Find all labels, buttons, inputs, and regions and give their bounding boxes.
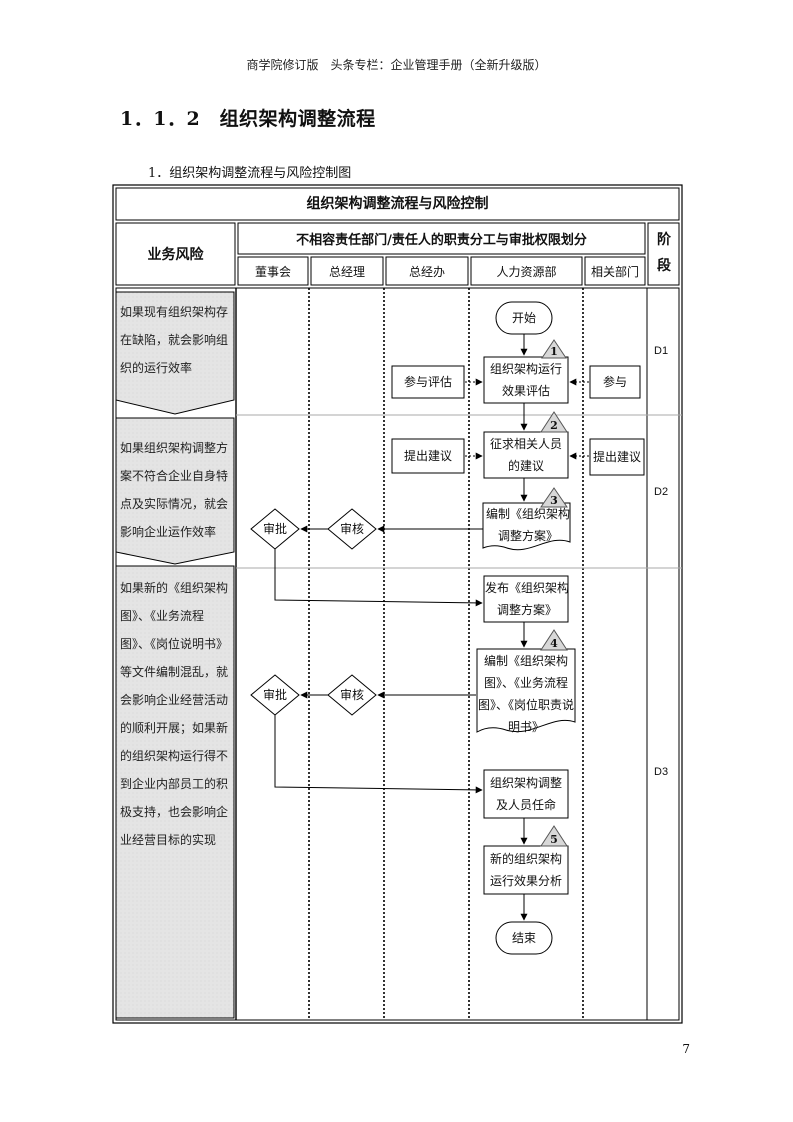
column-headers [237,256,646,286]
step2-box [483,431,569,479]
appoint-box [483,769,569,819]
step-marker-3: 3 [550,494,558,507]
gm-office-suggest-box [391,438,465,474]
step1-label: 组织架构运行效果评估 [489,362,562,398]
risk-panel-2 [115,417,235,565]
step-marker-4: 4 [550,637,558,650]
column-hr: 人力资源部 [496,265,557,279]
stage-d3: D3 [654,766,669,778]
risk-header: 业务风险 [147,247,204,263]
step5-label: 新的组织架构运行效果分析 [489,852,562,888]
review-diamond-1 [327,508,377,550]
related-participate-box [589,365,641,399]
risk-text-1: 如果现有组织架构存在缺陷，就会影响组织的运行效率 [120,305,229,375]
step-markers [540,339,568,847]
risk-panel-3 [115,565,235,1019]
step4-label: 编制《组织架构图》、《业务流程图》、《岗位职责说明书》 [478,654,575,734]
step2-label: 征求相关人员的建议 [489,437,562,473]
lane-separators [308,288,584,1020]
table-title-cell [115,187,680,221]
step3-document [482,502,571,551]
page-number: 7 [682,1042,690,1056]
stage-header-cell [647,222,680,286]
step3-label: 编制《组织架构调整方案》 [485,507,570,543]
step5-box [483,845,569,895]
stage-d2: D2 [654,486,669,498]
approve-label-2: 审批 [262,688,287,702]
stage-header: 阶段 [657,232,671,274]
related-participate-label: 参与 [602,375,627,389]
column-related: 相关部门 [590,265,639,279]
figure-caption: 1．组织架构调整流程与风险控制图 [148,166,352,181]
review-label-1: 审核 [339,522,364,536]
end-node [495,921,553,955]
publish-box [483,575,569,623]
appoint-label: 组织架构调整及人员任命 [489,776,562,812]
gm-office-suggest-label: 提出建议 [403,449,452,463]
risk-text-2: 如果组织架构调整方案不符合企业自身特点及实际情况，就会影响企业运作效率 [120,441,229,539]
publish-label: 发布《组织架构调整方案》 [484,581,569,617]
related-suggest-box [589,438,645,476]
related-suggest-label: 提出建议 [592,450,641,464]
column-gm-office: 总经办 [408,265,445,279]
division-header: 不相容责任部门/责任人的职责分工与审批权限划分 [296,233,587,248]
page-header: 商学院修订版 头条专栏：企业管理手册（全新升级版） [246,58,547,72]
division-header-cell [237,222,646,255]
section-title: 1．1．2 组织架构调整流程 [120,108,376,130]
column-board: 董事会 [254,265,291,279]
risk-header-cell [115,222,236,286]
end-label: 结束 [511,931,536,945]
step1-box [483,356,569,404]
gm-office-evaluate-label: 参与评估 [403,375,452,389]
stage-d1: D1 [654,345,669,357]
table-frame [112,184,683,1024]
approve-label-1: 审批 [262,522,287,536]
review-diamond-2 [327,674,377,716]
gm-office-evaluate-box [391,365,465,399]
risk-text-3: 如果新的《组织架构图》、《业务流程图》、《岗位说明书》等文件编制混乱，就会影响企… [120,581,229,847]
step4-document [476,648,576,733]
start-label: 开始 [511,311,536,325]
step-marker-5: 5 [550,833,558,846]
review-label-2: 审核 [339,688,364,702]
risk-panel-1 [115,291,235,415]
step-marker-2: 2 [550,419,558,432]
step-marker-1: 1 [550,345,558,358]
table-title: 组织架构调整流程与风险控制 [306,196,489,212]
column-gm: 总经理 [328,265,365,279]
